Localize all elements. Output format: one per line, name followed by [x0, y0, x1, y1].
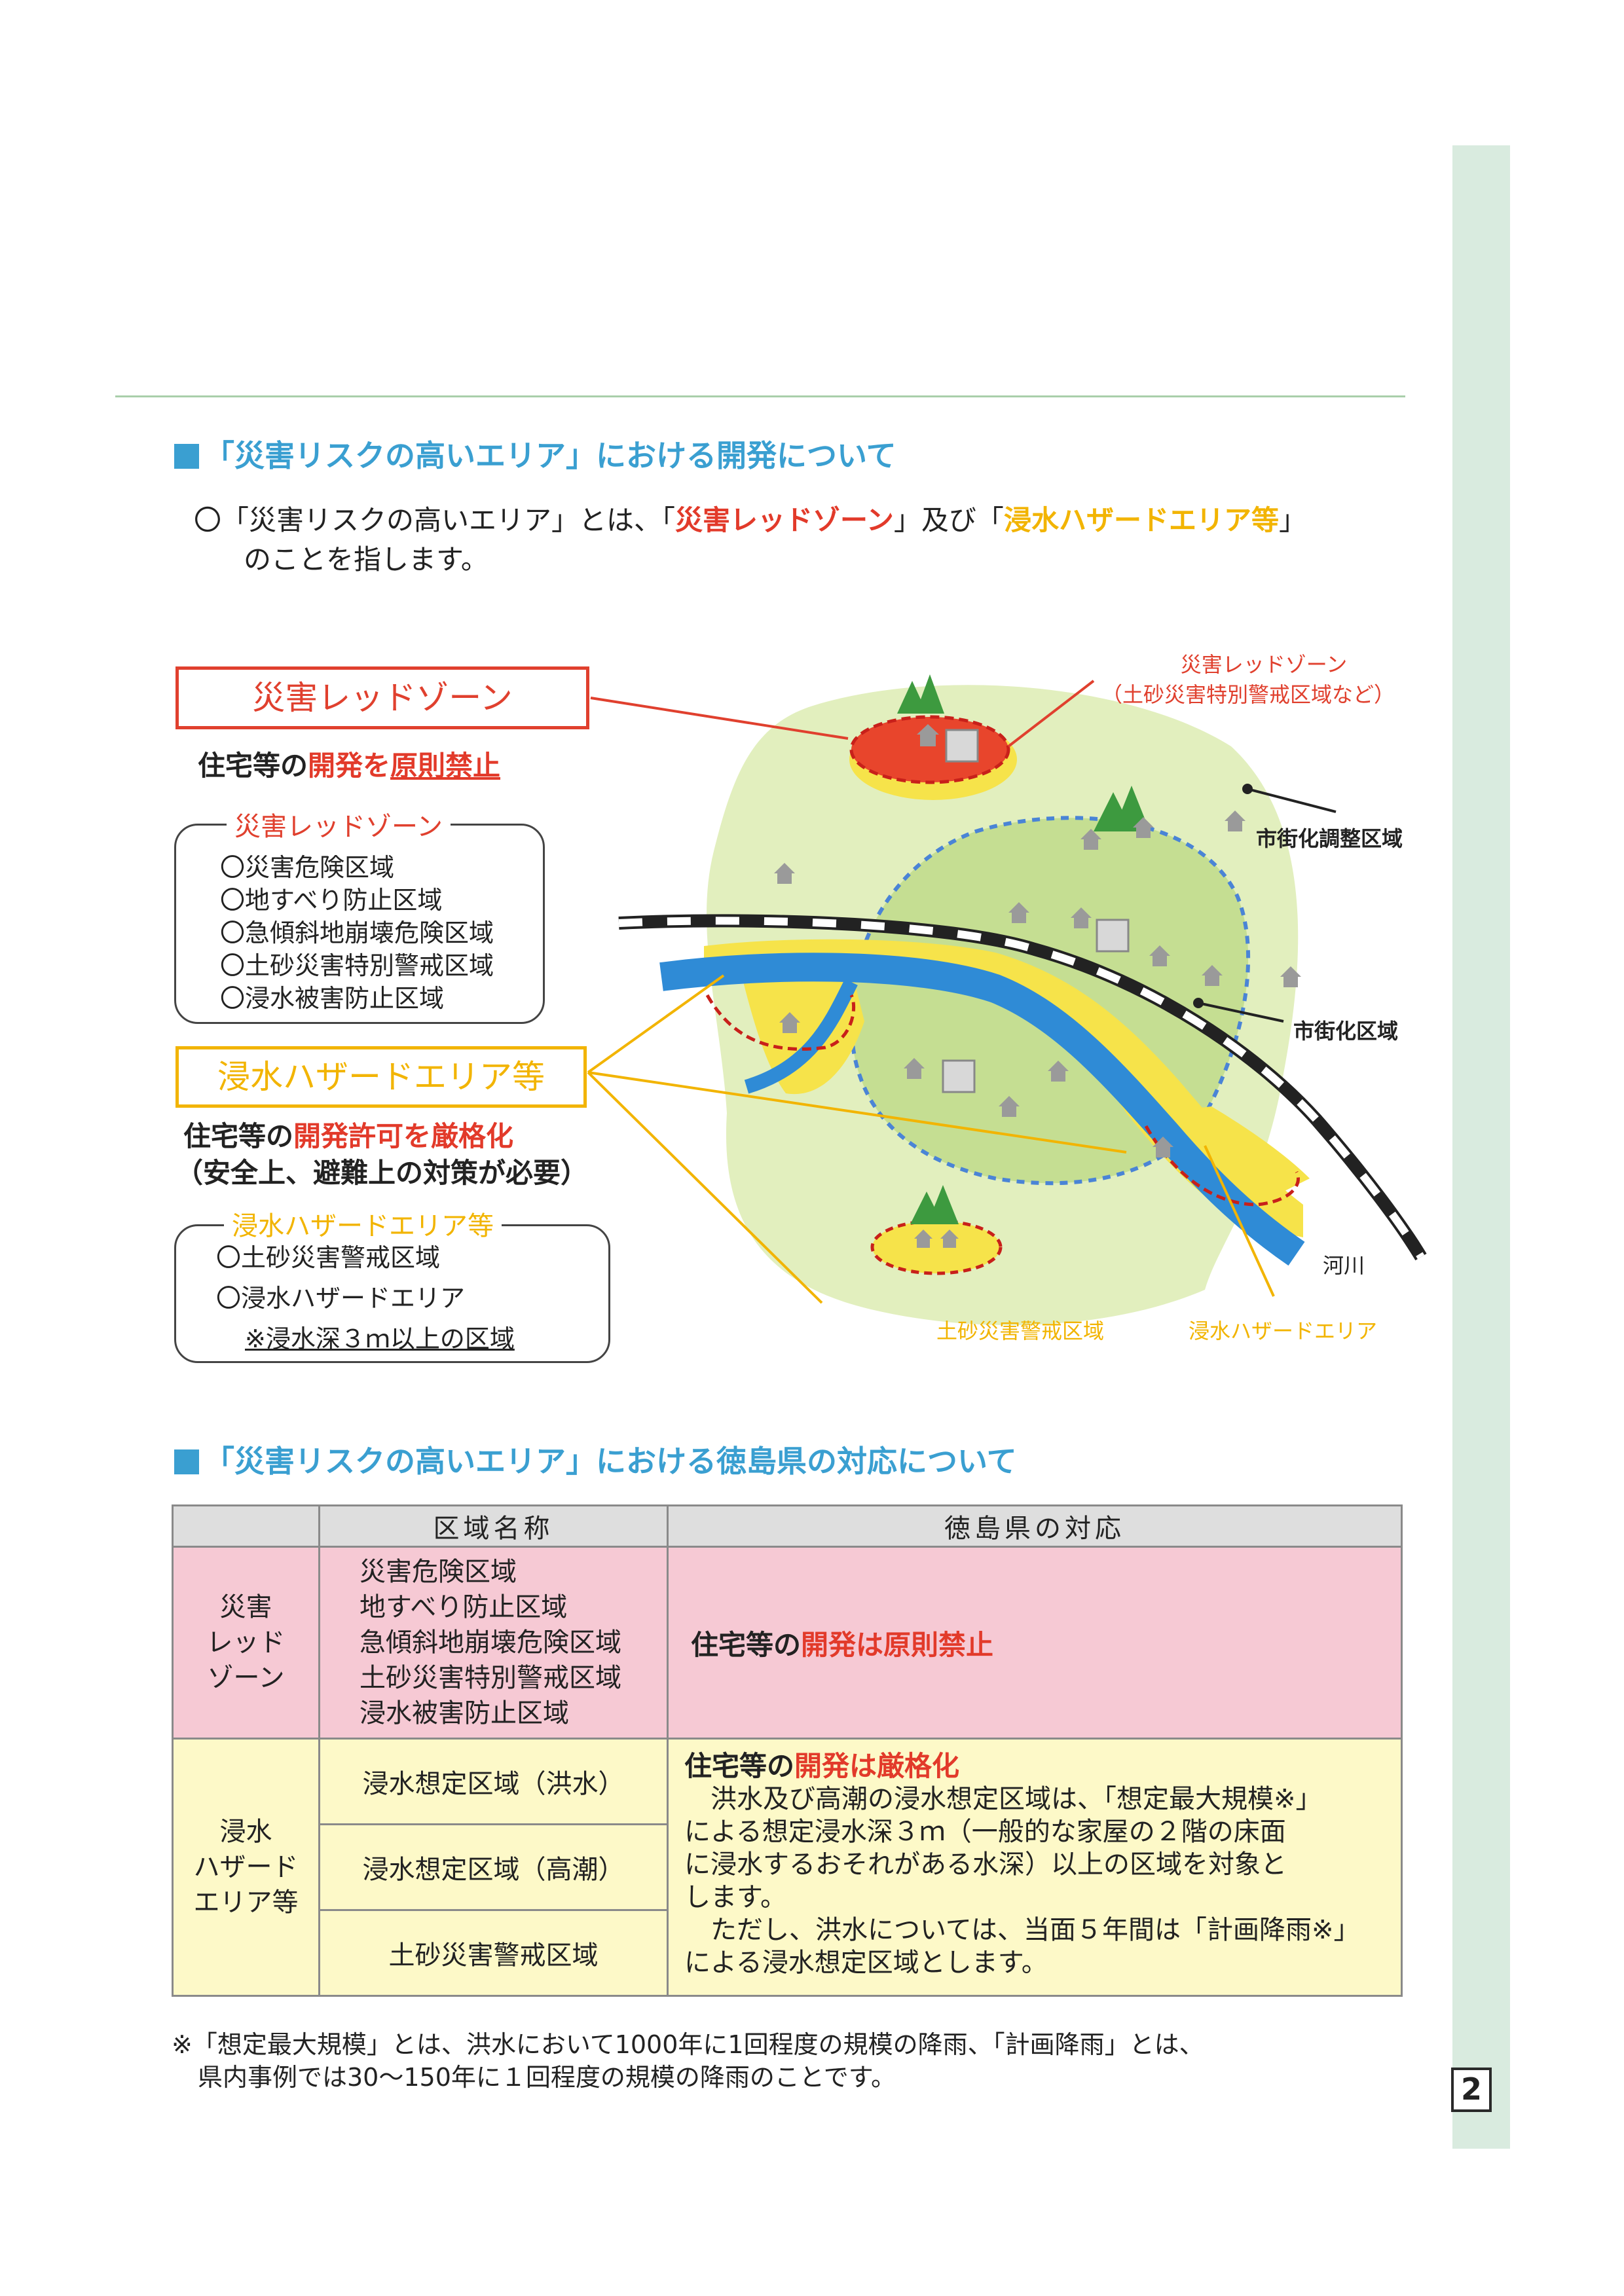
page-number: 2	[1451, 2068, 1492, 2112]
response-text: 住宅等の	[684, 1750, 795, 1782]
table-row: 浸水 ハザード エリア等 浸水想定区域（洪水） 住宅等の開発は厳格化 洪水及び高…	[172, 1738, 1403, 1997]
section1-heading: 「災害リスクの高いエリア」における開発について	[204, 438, 896, 473]
flood-zone-bracket-label: 浸水ハザードエリア等	[224, 1205, 502, 1243]
zone-name: 地すべり防止区域	[360, 1592, 568, 1622]
list-item: 〇地すべり防止区域	[220, 886, 443, 915]
category-line: ハザード	[193, 1852, 299, 1882]
top-divider	[115, 395, 1405, 397]
flood-zone-list: 〇土砂災害警戒区域 〇浸水ハザードエリア ※浸水深３ｍ以上の区域	[216, 1237, 515, 1359]
red-zone-description: 住宅等の開発を原則禁止	[198, 748, 500, 784]
map-label-flood-hazard: 浸水ハザードエリア	[1189, 1319, 1378, 1343]
red-zone-bracket-label: 災害レッドゾーン	[227, 805, 451, 843]
flood-zone-response: 住宅等の開発は厳格化 洪水及び高潮の浸水想定区域は、「想定最大規模※」 による想…	[667, 1738, 1403, 1997]
category-line: レッド	[206, 1628, 286, 1658]
flood-zone-description-line2: （安全上、避難上の対策が必要）	[175, 1157, 589, 1189]
building-icon	[942, 729, 1130, 1093]
response-line: 洪水及び高潮の浸水想定区域は、「想定最大規模※」	[710, 1784, 1322, 1814]
footnote: ※「想定最大規模」とは、洪水において1000年に1回程度の規模の降雨、「計画降雨…	[172, 2028, 1204, 2094]
list-item: 〇災害危険区域	[220, 853, 395, 882]
section1-heading-row: 「災害リスクの高いエリア」における開発について	[174, 432, 896, 475]
map-label-red-zone-sub: （土砂災害特別警戒区域など）	[1101, 682, 1395, 707]
red-zone-response: 住宅等の開発は原則禁止	[667, 1546, 1403, 1740]
map-label-river: 河川	[1323, 1253, 1365, 1278]
desc-red: 開発を	[308, 750, 391, 782]
table-row: 災害 レッド ゾーン 災害危険区域 地すべり防止区域 急傾斜地崩壊危険区域 土砂…	[172, 1546, 1403, 1740]
section1-intro: 〇「災害リスクの高いエリア」とは、「災害レッドゾーン」及び「浸水ハザードエリア等…	[194, 501, 1306, 539]
intro-text: 」及び「	[893, 504, 1004, 536]
footnote-line: ※「想定最大規模」とは、洪水において1000年に1回程度の規模の降雨、「計画降雨…	[172, 2030, 1204, 2059]
flood-response-head: 住宅等の開発は厳格化	[684, 1750, 1388, 1783]
footnote-line: 県内事例では30〜150年に１回程度の規模の降雨のことです。	[198, 2063, 896, 2092]
map-label-red-zone: 災害レッドゾーン	[1180, 652, 1348, 677]
heading-square-icon	[174, 444, 199, 469]
category-flood-zone: 浸水 ハザード エリア等	[172, 1738, 320, 1997]
map-label-sediment-warning: 土砂災害警戒区域	[936, 1319, 1105, 1343]
section2-heading: 「災害リスクの高いエリア」における徳島県の対応について	[204, 1444, 1017, 1479]
response-text: 住宅等の	[691, 1628, 802, 1661]
section1-intro-line2: のことを指します。	[244, 543, 489, 575]
list-item: ※浸水深３ｍ以上の区域	[245, 1324, 515, 1353]
section2-heading-row: 「災害リスクの高いエリア」における徳島県の対応について	[174, 1438, 1017, 1481]
header-zone-name: 区域名称	[318, 1504, 669, 1548]
desc-text: 住宅等の	[198, 750, 308, 782]
response-line: による想定浸水深３ｍ（一般的な家屋の２階の床面	[684, 1817, 1286, 1847]
leader-lines	[587, 680, 1337, 1304]
railway	[618, 914, 1427, 1261]
flood-hazard-area-bottom	[740, 969, 864, 1095]
zone-name-sediment: 土砂災害警戒区域	[318, 1909, 669, 1997]
zone-name: 土砂災害特別警戒区域	[360, 1663, 621, 1693]
desc-red: 開発許可を厳格化	[293, 1120, 514, 1152]
category-line: ゾーン	[207, 1663, 285, 1693]
river	[659, 953, 1305, 1266]
intro-flood-zone: 浸水ハザードエリア等	[1003, 504, 1279, 536]
zone-name: 急傾斜地崩壊危険区域	[360, 1628, 621, 1658]
header-blank	[172, 1504, 320, 1548]
response-red: 開発は厳格化	[794, 1750, 960, 1782]
category-line: 災害	[219, 1592, 272, 1622]
zone-name-storm-surge: 浸水想定区域（高潮）	[318, 1823, 669, 1911]
response-line: ただし、洪水については、当面５年間は「計画降雨※」	[710, 1915, 1360, 1945]
table-header-row: 区域名称 徳島県の対応	[172, 1504, 1403, 1548]
map-label-urbanization-control: 市街化調整区域	[1256, 826, 1403, 851]
list-item: 〇浸水ハザードエリア	[216, 1284, 466, 1313]
category-line: エリア等	[193, 1887, 299, 1918]
flood-hazard-area-right	[1159, 1106, 1310, 1198]
desc-text: 住宅等の	[183, 1120, 294, 1152]
category-line: 浸水	[219, 1817, 272, 1847]
zone-name-flood: 浸水想定区域（洪水）	[318, 1738, 669, 1825]
category-red-zone: 災害 レッド ゾーン	[172, 1546, 320, 1740]
flood-zone-title-box: 浸水ハザードエリア等	[175, 1046, 587, 1108]
list-item: 〇土砂災害特別警戒区域	[220, 951, 494, 980]
red-zone-list: 〇災害危険区域 〇地すべり防止区域 〇急傾斜地崩壊危険区域 〇土砂災害特別警戒区…	[220, 851, 494, 1015]
flood-zone-description: 住宅等の開発許可を厳格化	[183, 1118, 513, 1155]
map-label-urbanization: 市街化区域	[1293, 1019, 1399, 1044]
heading-square-icon	[174, 1449, 199, 1474]
response-red: 開発は原則禁止	[801, 1628, 994, 1661]
sediment-warning-area	[870, 1219, 1003, 1275]
response-line: に浸水するおそれがある水深）以上の区域を対象と	[684, 1850, 1287, 1880]
list-item: 〇土砂災害警戒区域	[216, 1243, 441, 1272]
intro-text: 〇「災害リスクの高いエリア」とは、「	[194, 504, 676, 536]
list-item: 〇浸水被害防止区域	[220, 984, 445, 1013]
zone-name: 浸水被害防止区域	[360, 1698, 569, 1728]
red-zone-names: 災害危険区域 地すべり防止区域 急傾斜地崩壊危険区域 土砂災害特別警戒区域 浸水…	[318, 1546, 669, 1740]
red-zone-title-box: 災害レッドゾーン	[175, 666, 589, 729]
intro-red-zone: 災害レッドゾーン	[675, 504, 894, 536]
list-item: 〇急傾斜地崩壊危険区域	[220, 919, 494, 947]
desc-red-underlined: 原則禁止	[390, 750, 501, 782]
response-line: します。	[684, 1882, 786, 1912]
response-line: による浸水想定区域とします。	[684, 1948, 1048, 1978]
side-strip	[1452, 145, 1510, 2149]
zone-name: 災害危険区域	[360, 1557, 517, 1587]
house-icon	[774, 724, 1301, 1248]
header-response: 徳島県の対応	[667, 1504, 1403, 1548]
response-table: 区域名称 徳島県の対応 災害 レッド ゾーン 災害危険区域 地すべり防止区域 急…	[172, 1504, 1403, 1997]
tree-icon	[897, 674, 1150, 1224]
intro-text: 」	[1278, 504, 1306, 536]
